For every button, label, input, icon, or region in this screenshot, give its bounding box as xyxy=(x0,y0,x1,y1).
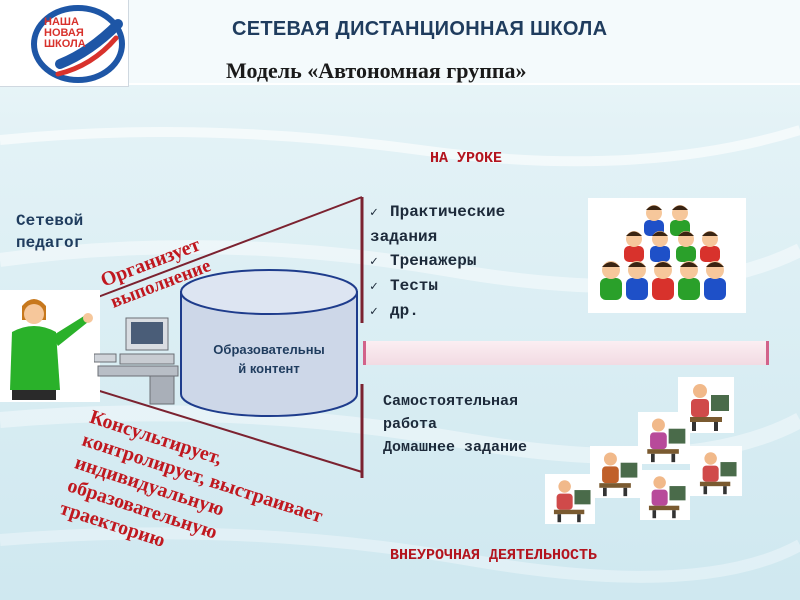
list-item: ✓Тесты xyxy=(370,274,505,299)
student-at-computer-icon xyxy=(590,446,642,498)
student-at-computer-icon xyxy=(638,412,690,464)
scroll-banner-icon xyxy=(363,341,769,365)
children-group-icon xyxy=(588,198,746,313)
student-picture xyxy=(690,446,742,496)
student-picture xyxy=(545,474,595,524)
checkmark-icon: ✓ xyxy=(370,201,390,225)
student-picture xyxy=(638,412,690,464)
student-picture xyxy=(590,446,642,498)
list-item: задания xyxy=(370,225,505,249)
student-at-computer-icon xyxy=(545,474,595,524)
student-picture xyxy=(640,470,690,520)
checkmark-icon: ✓ xyxy=(370,275,390,299)
independent-work: Самостоятельная работа Домашнее задание xyxy=(383,390,527,459)
checkmark-icon: ✓ xyxy=(370,250,390,274)
content-box-label: Образовательны й контент xyxy=(185,340,353,378)
teacher-figure-icon xyxy=(0,290,100,402)
children-group-picture xyxy=(588,198,746,313)
lesson-list: ✓Практические задания ✓Тренажеры ✓Тесты … xyxy=(370,200,505,324)
student-at-computer-icon xyxy=(640,470,690,520)
list-item: ✓Практические xyxy=(370,200,505,225)
teacher-picture xyxy=(0,290,100,402)
extracurricular-label: ВНЕУРОЧНАЯ ДЕЯТЕЛЬНОСТЬ xyxy=(390,547,597,564)
computer-picture xyxy=(94,316,180,406)
checkmark-icon: ✓ xyxy=(370,300,390,324)
computer-icon xyxy=(94,316,180,406)
list-item: ✓др. xyxy=(370,299,505,324)
teacher-label: Сетевой педагог xyxy=(16,210,83,254)
list-item: ✓Тренажеры xyxy=(370,249,505,274)
student-at-computer-icon xyxy=(690,446,742,496)
